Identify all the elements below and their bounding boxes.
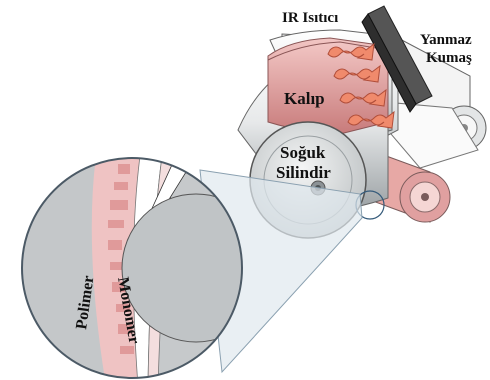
roller-label-line1: Soğuk	[280, 143, 326, 162]
ir-heater-label: IR Isıtıcı	[282, 10, 338, 26]
fabric-label-line2: Kumaş	[426, 50, 472, 66]
mold-label: Kalıp	[284, 89, 325, 108]
roller-label-line2: Silindir	[276, 163, 331, 182]
fabric-label-line1: Yanmaz	[420, 32, 472, 48]
